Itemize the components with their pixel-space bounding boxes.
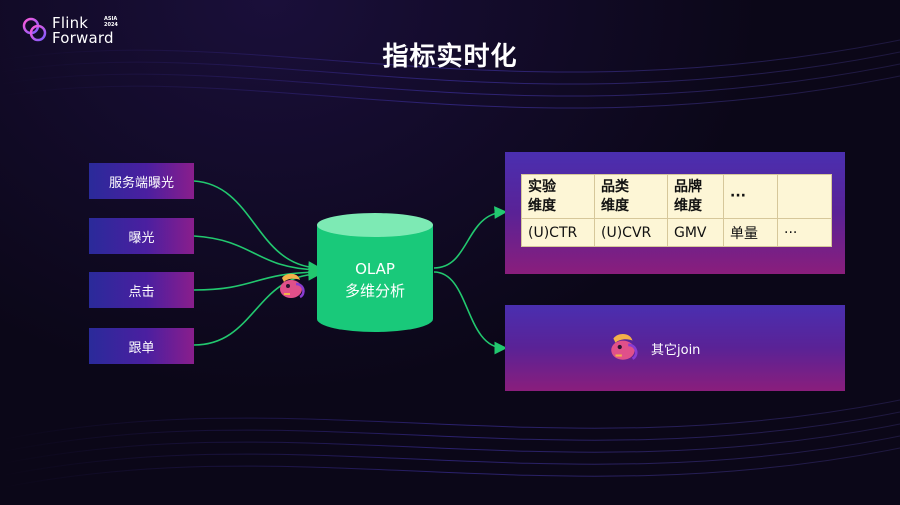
other-join-label: 其它join [651,343,701,358]
table-cell: ··· [777,218,832,247]
olap-label: OLAP 多维分析 [316,258,434,302]
olap-cylinder [317,213,433,332]
table-header-cell: 品牌维度 [667,174,724,219]
olap-subtitle: 多维分析 [344,282,405,300]
flink-squirrel-icon [280,273,305,299]
logo-tag-year: 2024 [104,22,118,28]
table-header-cell: ··· [723,174,778,219]
page-title: 指标实时化 [382,42,518,72]
table-row: (U)CTR (U)CVR GMV 单量 ··· [521,218,832,247]
table-cell: GMV [667,218,724,247]
flink-forward-logo: Flink Forward ASIA 2024 [22,14,132,50]
logo-icon [22,17,47,42]
flink-squirrel-icon [611,333,638,360]
source-server-exposure: 服务端曝光 [89,163,194,199]
logo-line2: Forward [52,29,114,47]
table-header-cell: 实验维度 [521,174,595,219]
logo-line1: Flink [52,14,89,32]
source-order: 跟单 [89,328,194,364]
table-cell: 单量 [723,218,778,247]
table-cell: (U)CTR [521,218,595,247]
table-header-row: 实验维度 品类维度 品牌维度 ··· [521,174,832,219]
source-click: 点击 [89,272,194,308]
logo-tag: ASIA 2024 [104,16,118,28]
other-join-panel [505,305,845,391]
metrics-table: 实验维度 品类维度 品牌维度 ··· (U)CTR (U)CVR GMV 单量 … [521,174,832,247]
table-header-cell: 品类维度 [594,174,668,219]
source-exposure: 曝光 [89,218,194,254]
table-header-cell [777,174,832,219]
olap-title: OLAP [355,260,395,278]
table-cell: (U)CVR [594,218,668,247]
logo-tag-asia: ASIA [104,16,118,22]
